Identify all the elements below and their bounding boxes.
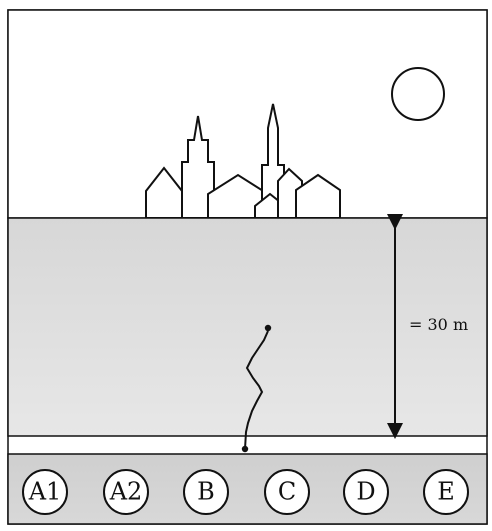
class-label-b: B bbox=[184, 470, 228, 514]
fault-end-point bbox=[242, 446, 248, 452]
class-label-a2: A2 bbox=[104, 470, 148, 514]
class-label-c-text: C bbox=[278, 478, 296, 506]
depth-label: = 30 m bbox=[409, 315, 468, 334]
class-label-d: D bbox=[344, 470, 388, 514]
class-label-e-text: E bbox=[437, 478, 455, 506]
class-label-e: E bbox=[424, 470, 468, 514]
bedrock-strip bbox=[8, 454, 487, 524]
class-label-a2-text: A2 bbox=[109, 478, 143, 506]
class-label-b-text: B bbox=[197, 478, 215, 506]
class-label-a1-text: A1 bbox=[28, 478, 62, 506]
class-label-a1: A1 bbox=[23, 470, 67, 514]
fault-start-point bbox=[265, 325, 271, 331]
class-label-d-text: D bbox=[356, 478, 375, 506]
class-label-c: C bbox=[265, 470, 309, 514]
